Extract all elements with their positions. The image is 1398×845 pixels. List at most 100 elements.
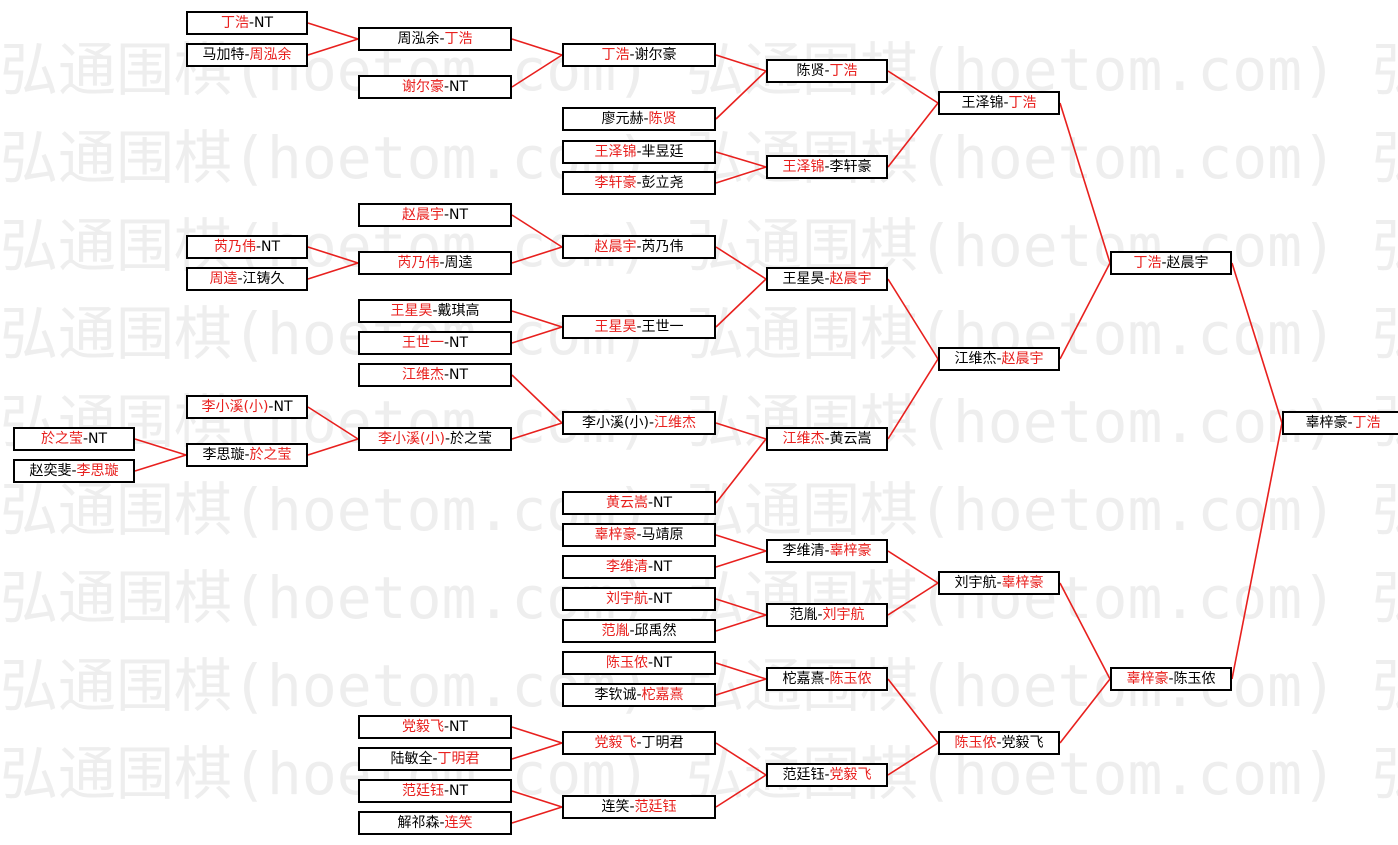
match-box: 李小溪(小)-於之莹: [358, 427, 512, 451]
separator: -: [268, 399, 274, 415]
player-2-name: NT: [653, 591, 673, 607]
player-2-name: 戴琪高: [437, 303, 480, 319]
bracket-link: [715, 662, 767, 680]
bracket-link: [134, 438, 187, 456]
player-2-name: 彭立尧: [641, 175, 684, 191]
player-1-name: 江维杰: [954, 351, 997, 367]
player-1-name: 黄云嵩: [605, 495, 648, 511]
player-1-name: 解祁森: [397, 815, 440, 831]
match-box: 连笑-范廷钰: [562, 795, 716, 819]
bracket-link: [715, 678, 767, 696]
match-box: 陆敏全-丁明君: [358, 747, 512, 771]
player-2-name: 丁浩: [1352, 415, 1381, 431]
player-2-name: 丁浩: [444, 31, 473, 47]
separator: -: [439, 255, 445, 271]
match-box: 李小溪(小)-江维杰: [562, 411, 716, 435]
match-box: 黄云嵩-NT: [562, 491, 716, 515]
match-box: 王泽锦-丁浩: [938, 91, 1060, 115]
separator: -: [648, 415, 654, 431]
separator: -: [82, 431, 89, 447]
separator: -: [647, 495, 654, 511]
separator: -: [824, 159, 830, 175]
match-box: 马加特-周泓余: [186, 43, 308, 67]
bracket-link: [511, 374, 563, 424]
bracket-link: [1231, 422, 1283, 680]
player-2-name: 邱禹然: [634, 623, 677, 639]
match-box: 李轩豪-彭立尧: [562, 171, 716, 195]
separator: -: [636, 175, 642, 191]
player-1-name: 江维杰: [401, 367, 444, 383]
separator: -: [643, 111, 649, 127]
separator: -: [824, 543, 830, 559]
player-1-name: 周泓余: [397, 31, 440, 47]
player-1-name: 王世一: [401, 335, 444, 351]
player-1-name: 李钦诚: [594, 687, 637, 703]
player-2-name: 芮乃伟: [641, 239, 684, 255]
player-1-name: 马加特: [202, 47, 245, 63]
player-2-name: 於之莹: [249, 447, 292, 463]
player-1-name: 赵晨宇: [594, 239, 637, 255]
match-box: 李维清-辜梓豪: [766, 539, 888, 563]
separator: -: [244, 447, 250, 463]
match-box: 范胤-邱禹然: [562, 619, 716, 643]
separator: -: [255, 239, 262, 255]
separator: -: [996, 735, 1002, 751]
player-1-name: 赵奕斐: [29, 463, 72, 479]
player-2-name: 范廷钰: [634, 799, 677, 815]
match-box: 范廷钰-NT: [358, 779, 512, 803]
bracket-link: [511, 806, 563, 824]
bracket-link: [511, 310, 563, 328]
separator: -: [817, 607, 823, 623]
player-2-name: NT: [449, 367, 469, 383]
separator: -: [71, 463, 77, 479]
player-1-name: 芮乃伟: [397, 255, 440, 271]
bracket-link: [511, 742, 563, 760]
match-box: 王世一-NT: [358, 331, 512, 355]
bracket-link: [715, 246, 767, 280]
player-1-name: 丁浩: [601, 47, 630, 63]
separator: -: [1161, 255, 1167, 271]
match-box: 赵奕斐-李思璇: [13, 459, 135, 483]
player-1-name: 谢尔豪: [401, 79, 444, 95]
bracket-link: [307, 438, 359, 456]
player-1-name: 范廷钰: [401, 783, 444, 799]
separator: -: [824, 767, 830, 783]
player-2-name: NT: [449, 207, 469, 223]
player-1-name: 王泽锦: [594, 144, 637, 160]
player-2-name: NT: [261, 239, 281, 255]
player-1-name: 王泽锦: [961, 95, 1004, 111]
separator: -: [1003, 95, 1009, 111]
player-2-name: 赵晨宇: [1001, 351, 1044, 367]
separator: -: [636, 735, 642, 751]
player-1-name: 李维清: [782, 543, 825, 559]
separator: -: [244, 47, 250, 63]
match-box: 李维清-NT: [562, 555, 716, 579]
player-1-name: 党毅飞: [594, 735, 637, 751]
player-2-name: 周逵: [444, 255, 473, 271]
bracket-link: [715, 166, 767, 184]
player-1-name: 王泽锦: [782, 159, 825, 175]
match-box: 周泓余-丁浩: [358, 27, 512, 51]
match-box: 党毅飞-丁明君: [562, 731, 716, 755]
player-1-name: 范廷钰: [782, 767, 825, 783]
match-box: 江维杰-黄云嵩: [766, 427, 888, 451]
bracket-link: [715, 598, 767, 616]
player-1-name: 李小溪(小): [201, 399, 269, 415]
player-1-name: 芮乃伟: [213, 239, 256, 255]
match-box: 李小溪(小)-NT: [186, 395, 308, 419]
player-2-name: 辜梓豪: [829, 543, 872, 559]
match-box: 王星昊-赵晨宇: [766, 267, 888, 291]
player-2-name: 黄云嵩: [829, 431, 872, 447]
player-1-name: 王星昊: [782, 271, 825, 287]
player-2-name: 马靖原: [641, 527, 684, 543]
player-2-name: 於之莹: [450, 431, 492, 447]
separator: -: [444, 431, 450, 447]
separator: -: [647, 559, 654, 575]
separator: -: [647, 655, 654, 671]
bracket-link: [511, 422, 563, 440]
player-1-name: 江维杰: [782, 431, 825, 447]
match-box: 陈玉侬-党毅飞: [938, 731, 1060, 755]
separator: -: [824, 431, 830, 447]
match-box: 李钦诚-柁嘉熹: [562, 683, 716, 707]
bracket-link: [715, 438, 767, 504]
